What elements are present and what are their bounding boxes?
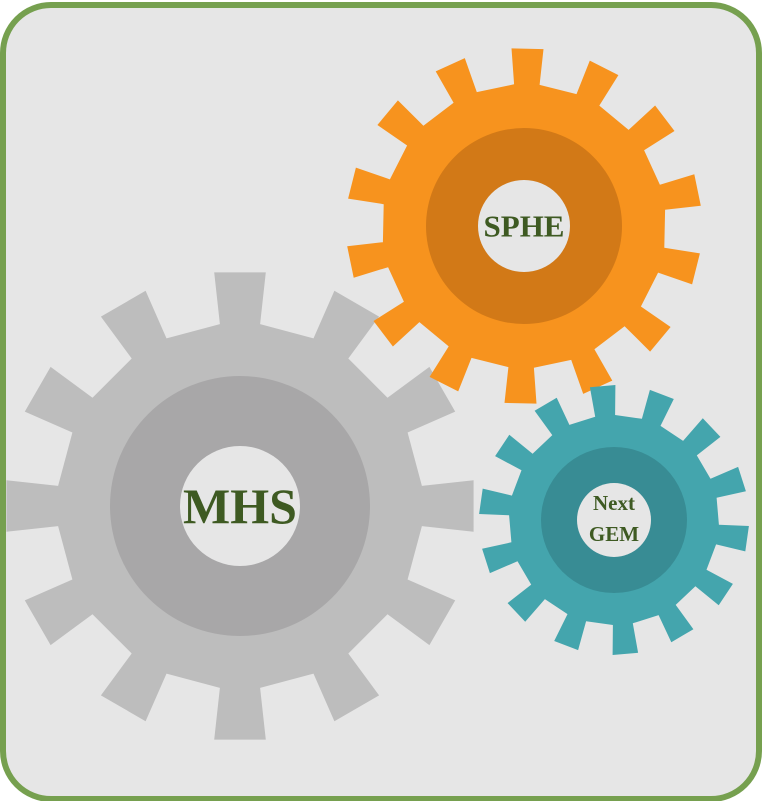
- nextgem-gear-icon: Next GEM: [479, 385, 749, 655]
- sphe-gear-hub: [478, 180, 570, 272]
- sphe-gear-icon: SPHE: [347, 48, 701, 404]
- sphe-gear-label: SPHE: [484, 209, 565, 244]
- nextgem-gear-label-line1: Next: [593, 491, 635, 515]
- mhs-gear-hub: [180, 446, 300, 566]
- mhs-gear-label: MHS: [183, 478, 297, 534]
- nextgem-gear-hub: [577, 483, 651, 557]
- mhs-gear-icon: MHS: [6, 272, 474, 740]
- nextgem-gear-label-line2: GEM: [589, 522, 639, 546]
